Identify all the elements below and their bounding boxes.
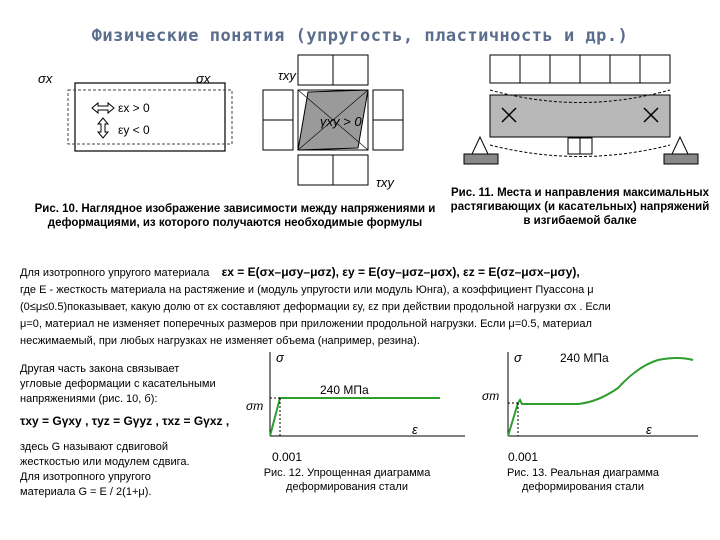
epsilon-label: ε	[412, 422, 418, 437]
horizontal-arrow-icon	[91, 101, 115, 115]
beam	[489, 94, 671, 138]
fig13-caption: Рис. 13. Реальная диаграмма деформирован…	[506, 467, 660, 493]
fig12-caption: Рис. 12. Упрощенная диаграмма деформиров…	[263, 467, 431, 493]
sigma-label: σ	[514, 350, 523, 365]
stress-direction-icon	[501, 107, 517, 123]
hooke-line4: μ=0, материал не изменяет поперечных раз…	[20, 318, 592, 330]
shear-line7: материала G = E / 2(1+μ).	[20, 486, 152, 498]
figure-13: σ σт ε 240 МПа	[482, 350, 698, 437]
hooke-line3: (0≤μ≤0.5)показывает, какую долю от εx со…	[20, 301, 611, 313]
vertical-arrow-icon	[96, 117, 110, 139]
tau-xy-top: τxy	[278, 68, 297, 83]
epsilon-label: ε	[646, 422, 652, 437]
supports	[463, 135, 699, 165]
shear-element	[262, 54, 404, 186]
page-title: Физические понятия (упругость, пластично…	[91, 26, 629, 46]
hooke-block: Для изотропного упругого материала εx = …	[20, 264, 710, 350]
stress-label: 240 МПа	[560, 351, 609, 365]
hooke-intro: Для изотропного упругого материала	[20, 267, 210, 279]
shear-line6: Для изотропного упругого	[20, 471, 151, 483]
sigma-t-label: σт	[246, 399, 263, 413]
eps-x-label: εx > 0	[118, 101, 150, 115]
beam-top-loads	[489, 54, 671, 84]
shear-block: Другая часть закона связывает угловые де…	[20, 362, 250, 407]
hooke-line2: где E - жесткость материала на растяжени…	[20, 284, 594, 296]
shear-block-2: здесь G называют сдвиговой жесткостью ил…	[20, 440, 250, 500]
shear-line4: здесь G называют сдвиговой	[20, 441, 168, 453]
fig12-strain: 0.001	[272, 450, 303, 464]
shear-line5: жесткостью или модулем сдвига.	[20, 456, 190, 468]
beam-deflection	[489, 89, 671, 103]
hooke-formulas: εx = E(σx–μσy–μσz), εy = E(σy–μσz–μσx), …	[221, 265, 580, 279]
eps-y-label: εy < 0	[118, 123, 150, 137]
shear-line3: напряжениями (рис. 10, б):	[20, 393, 158, 405]
figure-12: σ σт ε 240 МПа	[246, 350, 465, 437]
fig11-caption: Рис. 11. Места и направления максимальны…	[450, 187, 710, 227]
curve	[507, 357, 694, 437]
gamma-xy-label: γxy > 0	[320, 114, 362, 129]
figure-11	[463, 54, 699, 165]
shear-line2: угловые деформации с касательными	[20, 378, 216, 390]
hooke-line5: несжимаемый, при любых нагрузках не изме…	[20, 335, 420, 347]
fig13-strain: 0.001	[508, 450, 539, 464]
sigma-x-right: σx	[196, 71, 211, 86]
element-square	[74, 82, 226, 152]
shear-line1: Другая часть закона связывает	[20, 363, 180, 375]
stress-label: 240 МПа	[320, 383, 369, 397]
tau-xy-bottom: τxy	[376, 175, 394, 190]
deformed-element	[67, 89, 233, 145]
sigma-t-label: σт	[482, 389, 499, 403]
fig10-caption: Рис. 10. Наглядное изображение зависимос…	[34, 203, 436, 229]
shear-formulas: τxy = Gγxy , τyz = Gγyz , τxz = Gγxz ,	[20, 414, 230, 428]
sigma-label: σ	[276, 350, 285, 365]
figure-10: σx σx εx > 0 εy < 0 τxy γxy > 0	[38, 54, 404, 186]
sigma-x-left: σx	[38, 71, 53, 86]
